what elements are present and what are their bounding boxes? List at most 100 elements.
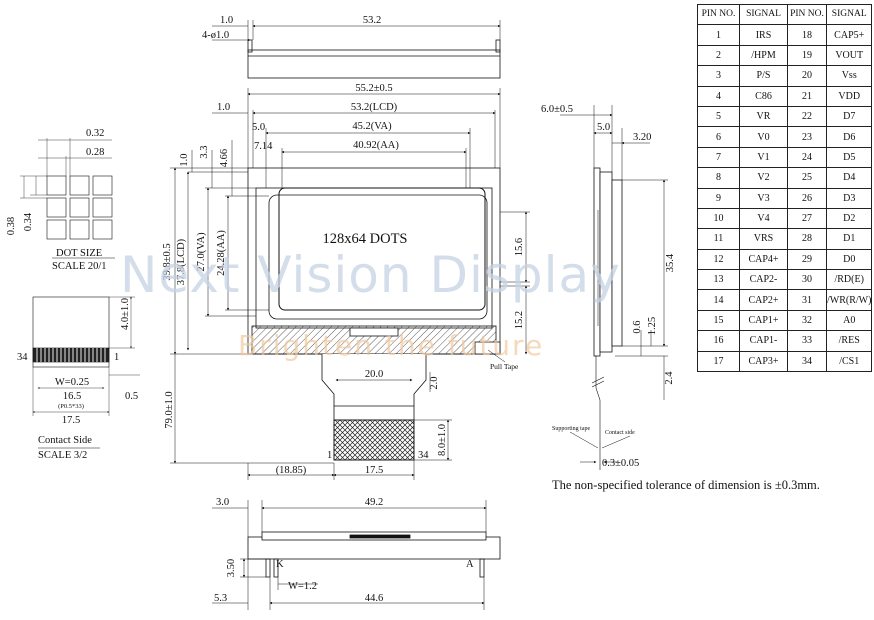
header-pin-no: PIN NO. [697,3,740,26]
contact-pin-34: 34 [17,352,28,363]
pin-no-cell: 13 [697,269,740,291]
signal-cell: C86 [739,85,788,107]
dim-20-0: 20.0 [365,369,383,380]
side-5-0: 5.0 [597,122,610,133]
pin-no-cell: 4 [697,85,740,107]
side-35-4: 35.4 [665,253,676,272]
bottom-5-3: 5.3 [214,593,227,604]
signal-cell: D5 [825,146,873,169]
watermark-brand: Next Vision Display [120,246,621,304]
signal-cell: CAP2- [739,269,788,291]
signal-cell: CAP1- [739,330,788,352]
pin-no-cell: 12 [697,248,740,271]
dim-7-14: 7.14 [254,141,273,152]
signal-cell: /RES [825,330,873,352]
dimension-labels: 1.0 53.2 4-ø1.0 55.2±0.5 1.0 53.2(LCD) 5… [6,15,676,604]
signal-cell: D4 [825,167,873,189]
dim-5-0: 5.0 [252,122,265,133]
header-pin-no-2: PIN NO. [787,3,827,26]
pin-k-label: K [276,559,284,570]
pin-no-cell: 14 [697,289,740,311]
signal-cell: VOUT [825,44,873,67]
contact-pin-1: 1 [114,352,119,363]
side-2-4: 2.4 [664,371,675,385]
signal-cell: CAP3+ [739,350,788,373]
dot-0-28: 0.28 [86,147,104,158]
dim-top-1-0: 1.0 [220,15,233,26]
bottom-44-6: 44.6 [365,593,383,604]
signal-cell: CAP1+ [739,309,788,332]
signal-cell: V3 [739,187,788,209]
pin-34-label: 34 [418,450,429,461]
header-signal-2: SIGNAL [825,3,873,26]
contact-side-small-label: Contact side [605,430,635,436]
scale-32-label: SCALE 3/2 [38,450,87,461]
side-6-0: 6.0±0.5 [541,104,573,115]
side-1-25: 1.25 [647,317,658,335]
dim-37-8: 37.8(LCD) [176,238,187,285]
signal-cell: D3 [825,187,873,209]
supporting-tape-label: Supporting tape [552,426,590,432]
tolerance-note: The non-specified tolerance of dimension… [552,478,820,492]
dim-3-3: 3.3 [199,145,210,158]
signal-cell: V1 [739,146,788,169]
signal-cell: D0 [825,248,873,271]
side-0-6: 0.6 [632,320,643,333]
dim-15-2: 15.2 [514,311,525,329]
header-signal: SIGNAL [739,3,788,26]
pin-no-cell: 25 [787,167,827,189]
bottom-3-0: 3.0 [216,497,229,508]
dim-2-0: 2.0 [429,376,440,389]
signal-cell: IRS [739,24,788,46]
scale-20-label: SCALE 20/1 [52,261,107,272]
pin-no-cell: 28 [787,228,827,250]
pin-no-cell: 6 [697,126,740,148]
signal-cell: Vss [825,65,873,87]
dim-8-0: 8.0±1.0 [437,424,448,456]
signal-cell: D2 [825,207,873,230]
signal-cell: D6 [825,126,873,148]
side-3-20: 3.20 [633,132,651,143]
pin-no-cell: 17 [697,350,740,373]
pin-no-cell: 29 [787,248,827,271]
signal-cell: V0 [739,126,788,148]
pin-1-label: 1 [327,450,332,461]
pin-no-cell: 5 [697,105,740,128]
dim-hole: 4-ø1.0 [202,30,229,41]
contact-16-5: 16.5 [63,391,81,402]
contact-w: W=0.25 [55,377,89,388]
contact-17-5: 17.5 [62,415,80,426]
signal-cell: CAP5+ [825,24,873,46]
top-edge-view [212,20,501,79]
dim-24-28: 24.28(AA) [216,230,227,276]
signal-cell: V2 [739,167,788,189]
front-view [247,167,506,461]
dim-15-6: 15.6 [514,238,525,256]
pin-no-cell: 24 [787,146,827,169]
pin-no-cell: 30 [787,269,827,291]
dim-18-85: (18.85) [276,465,307,476]
signal-cell: V4 [739,207,788,230]
watermark-slogan: Brighten the future [238,329,545,362]
contact-pitch: (P0.5*33) [58,403,84,410]
pin-no-cell: 15 [697,309,740,332]
signal-cell: D1 [825,228,873,250]
dim-39-8: 39.8±0.5 [162,243,173,280]
contact-4-0: 4.0±1.0 [120,298,131,330]
dim-27-0: 27.0(VA) [196,232,207,272]
pin-no-cell: 31 [787,289,827,311]
side-0-3: 0.3±0.05 [602,458,639,469]
